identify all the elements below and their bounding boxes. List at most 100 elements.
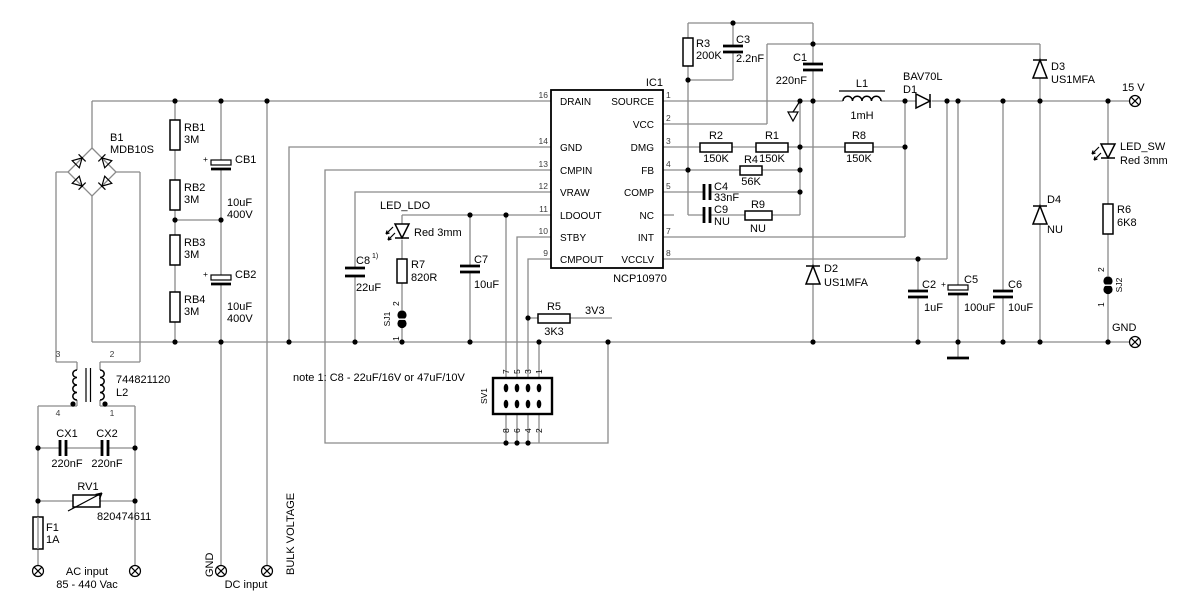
capacitor-C3: C3 2.2nF bbox=[723, 34, 764, 65]
resistor-R2: R2 150K bbox=[699, 130, 733, 165]
fuse-F1: F1 1A bbox=[32, 516, 60, 550]
C9-ref: C9 bbox=[714, 204, 728, 216]
pin-label-int: INT bbox=[638, 233, 654, 244]
SJ2-ref: SJ2 bbox=[1114, 277, 1124, 292]
port-label-GND-bottom: GND bbox=[204, 553, 216, 578]
led-LED_SW: LED_SW Red 3mm bbox=[1091, 141, 1168, 167]
testpoint-arrow bbox=[786, 100, 801, 123]
ic-part: NCP10970 bbox=[613, 273, 667, 285]
pin-num-11: 11 bbox=[539, 204, 548, 214]
pin-label-cmpout: CMPOUT bbox=[560, 255, 603, 266]
resistor-RB1: RB1 3M bbox=[169, 119, 205, 151]
pin-label-source: SOURCE bbox=[611, 97, 654, 108]
LED_LDO-ref: LED_LDO bbox=[380, 200, 431, 212]
port-AC-input-2 bbox=[128, 564, 142, 578]
R6-value: 6K8 bbox=[1117, 217, 1137, 229]
SV1-ref: SV1 bbox=[479, 388, 489, 404]
resistor-RB2: RB2 3M bbox=[169, 179, 205, 211]
capacitor-CB2: + CB2 10uF 400V bbox=[203, 269, 256, 325]
CB2-plus: + bbox=[203, 269, 208, 279]
C7-ref: C7 bbox=[474, 254, 488, 266]
RB3-ref: RB3 bbox=[184, 237, 205, 249]
pin-num-2: 2 bbox=[666, 113, 671, 123]
capacitor-CX2: CX2 220nF bbox=[91, 428, 122, 470]
L2-pin4: 4 bbox=[56, 408, 61, 418]
F1-ref: F1 bbox=[46, 522, 59, 534]
SJ1-ref: SJ1 bbox=[382, 311, 392, 326]
R7-value: 820R bbox=[411, 272, 437, 284]
resistor-RB4: RB4 3M bbox=[169, 291, 205, 323]
pin-label-cmpin: CMPIN bbox=[560, 166, 592, 177]
D1-value: BAV70L bbox=[903, 71, 943, 83]
C8-note-ref: 1) bbox=[372, 253, 378, 260]
C2-ref: C2 bbox=[922, 279, 936, 291]
label-AC-voltage-range: 85 - 440 Vac bbox=[56, 579, 118, 591]
pin-num-16: 16 bbox=[539, 90, 549, 100]
pin-label-drain: DRAIN bbox=[560, 97, 591, 108]
net-label-3V3: 3V3 bbox=[585, 305, 605, 317]
C5-value: 100uF bbox=[964, 302, 995, 314]
SV1-pin2: 2 bbox=[534, 428, 544, 433]
solder-jumper-SJ1: 2 1 SJ1 bbox=[382, 301, 408, 341]
port-15V: 15 V bbox=[1122, 82, 1145, 108]
SV1-pin3: 3 bbox=[523, 369, 533, 374]
SV1-pin4: 4 bbox=[523, 428, 533, 433]
CB1-ref: CB1 bbox=[235, 154, 256, 166]
pin-num-13: 13 bbox=[539, 159, 549, 169]
pin-label-vraw: VRAW bbox=[560, 188, 590, 199]
capacitor-CX1: CX1 220nF bbox=[51, 428, 82, 470]
SV1-pin7: 7 bbox=[501, 369, 511, 374]
B1-value: MDB10S bbox=[110, 144, 154, 156]
C4-ref: C4 bbox=[714, 181, 728, 193]
R3-ref: R3 bbox=[696, 38, 710, 50]
SJ2-pin2: 2 bbox=[1096, 267, 1106, 272]
pin-num-12: 12 bbox=[539, 181, 549, 191]
CX1-ref: CX1 bbox=[56, 428, 77, 440]
C2-value: 1uF bbox=[924, 302, 943, 314]
RB3-value: 3M bbox=[184, 249, 199, 261]
D1-ref: D1 bbox=[903, 84, 917, 96]
R8-ref: R8 bbox=[852, 130, 866, 142]
pin-num-9: 9 bbox=[543, 248, 548, 258]
C6-value: 10uF bbox=[1008, 302, 1033, 314]
pin-num-14: 14 bbox=[539, 136, 549, 146]
pin-label-vcclv: VCCLV bbox=[621, 255, 654, 266]
L1-ref: L1 bbox=[856, 78, 868, 90]
pin-num-4: 4 bbox=[666, 159, 671, 169]
L2-pin2: 2 bbox=[110, 349, 115, 359]
diode-D2: D2 US1MFA bbox=[804, 263, 869, 289]
CX2-value: 220nF bbox=[91, 458, 122, 470]
RB4-value: 3M bbox=[184, 306, 199, 318]
D2-ref: D2 bbox=[824, 263, 838, 275]
capacitor-C5: + C5 100uF bbox=[941, 274, 995, 360]
SV1-pin8: 8 bbox=[501, 428, 511, 433]
R5-value: 3K3 bbox=[544, 326, 564, 338]
pin-label-nc: NC bbox=[640, 211, 654, 222]
resistor-R5: R5 3K3 3V3 bbox=[537, 301, 605, 338]
D2-value: US1MFA bbox=[824, 277, 869, 289]
R9-value: NU bbox=[750, 223, 766, 235]
port-DC-input: DC input bbox=[225, 564, 274, 591]
port-GND-right: GND bbox=[1112, 322, 1142, 349]
resistor-R6: R6 6K8 bbox=[1102, 203, 1137, 235]
R2-value: 150K bbox=[703, 153, 729, 165]
inductor-L1: L1 1mH bbox=[839, 78, 885, 122]
pin-num-8: 8 bbox=[666, 248, 671, 258]
R1-ref: R1 bbox=[765, 130, 779, 142]
R6-ref: R6 bbox=[1117, 204, 1131, 216]
CB1-value1: 10uF bbox=[227, 197, 252, 209]
D3-value: US1MFA bbox=[1051, 74, 1096, 86]
pin-num-5: 5 bbox=[666, 181, 671, 191]
bridge-rectifier-B1: B1 MDB10S bbox=[67, 132, 154, 197]
pin-label-stby: STBY bbox=[560, 233, 586, 244]
LED_SW-ref: LED_SW bbox=[1120, 141, 1166, 153]
L2-part-number: 744821120 bbox=[116, 374, 170, 386]
F1-value: 1A bbox=[46, 534, 60, 546]
R1-value: 150K bbox=[759, 153, 785, 165]
CB2-value2: 400V bbox=[227, 313, 253, 325]
pin-num-10: 10 bbox=[539, 226, 549, 236]
C6-ref: C6 bbox=[1008, 279, 1022, 291]
L1-value: 1mH bbox=[850, 110, 873, 122]
pin-label-fb: FB bbox=[641, 166, 654, 177]
CB2-ref: CB2 bbox=[235, 269, 256, 281]
